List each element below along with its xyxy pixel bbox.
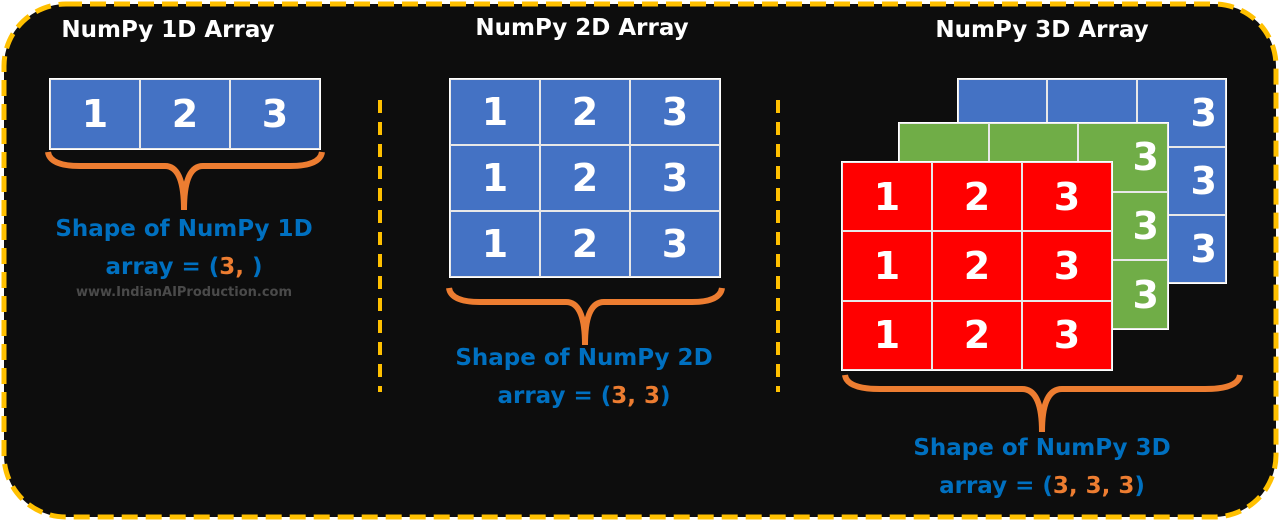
cell: 3 — [630, 79, 720, 145]
shape-line2: array = (3, 3) — [455, 377, 712, 415]
brace-1d — [45, 151, 325, 211]
shape-prefix: array = ( — [497, 383, 612, 409]
shape-label-3d: Shape of NumPy 3D array = (3, 3, 3) — [913, 429, 1170, 505]
cell: 3 — [1022, 300, 1112, 370]
cell: 2 — [540, 145, 630, 211]
cell: 1 — [842, 162, 932, 232]
watermark: www.IndianAIProduction.com — [75, 285, 293, 300]
shape-label-1d: Shape of NumPy 1D array = (3, ) — [55, 210, 312, 286]
shape-suffix: ) — [660, 383, 671, 409]
title-3d: NumPy 3D Array — [935, 17, 1149, 43]
title-2d: NumPy 2D Array — [475, 15, 689, 41]
shape-line1: Shape of NumPy 1D — [55, 216, 313, 242]
cell: 2 — [540, 211, 630, 277]
shape-prefix: array = ( — [939, 473, 1053, 499]
cell: 3 — [230, 79, 320, 149]
cell: 3 — [630, 145, 720, 211]
cell: 1 — [842, 300, 932, 370]
cell: 2 — [140, 79, 230, 149]
title-1d: NumPy 1D Array — [61, 17, 275, 43]
brace-2d — [446, 287, 725, 346]
shape-suffix: ) — [1134, 473, 1145, 499]
array-1d: 1 2 3 — [49, 78, 321, 150]
cell: 3 — [1078, 123, 1168, 192]
cell: 1 — [50, 79, 140, 149]
cell: 3 — [1022, 162, 1112, 232]
shape-line1: Shape of NumPy 3D — [913, 435, 1171, 461]
cell: 3 — [630, 211, 720, 277]
cell: 2 — [932, 162, 1022, 232]
shape-prefix: array = ( — [105, 254, 220, 280]
shape-values: 3, — [219, 254, 245, 280]
shape-values: 3, 3, 3 — [1052, 473, 1135, 499]
cell: 1 — [450, 79, 540, 145]
cell: 1 — [450, 145, 540, 211]
cell: 3 — [1022, 231, 1112, 301]
shape-label-2d: Shape of NumPy 2D array = (3, 3) — [455, 339, 712, 415]
brace-3d — [842, 374, 1243, 433]
shape-line2: array = (3, ) — [55, 248, 312, 286]
cell: 1 — [450, 211, 540, 277]
cell: 2 — [932, 231, 1022, 301]
shape-line2: array = (3, 3, 3) — [913, 467, 1170, 505]
cell: 1 — [842, 231, 932, 301]
cell: 3 — [1136, 79, 1226, 147]
cell: 3 — [1078, 191, 1168, 261]
shape-values: 3, 3 — [611, 383, 661, 409]
shape-line1: Shape of NumPy 2D — [455, 345, 713, 371]
shape-suffix: ) — [244, 254, 263, 280]
cell: 3 — [1078, 260, 1168, 329]
cell: 2 — [540, 79, 630, 145]
cell: 2 — [932, 300, 1022, 370]
